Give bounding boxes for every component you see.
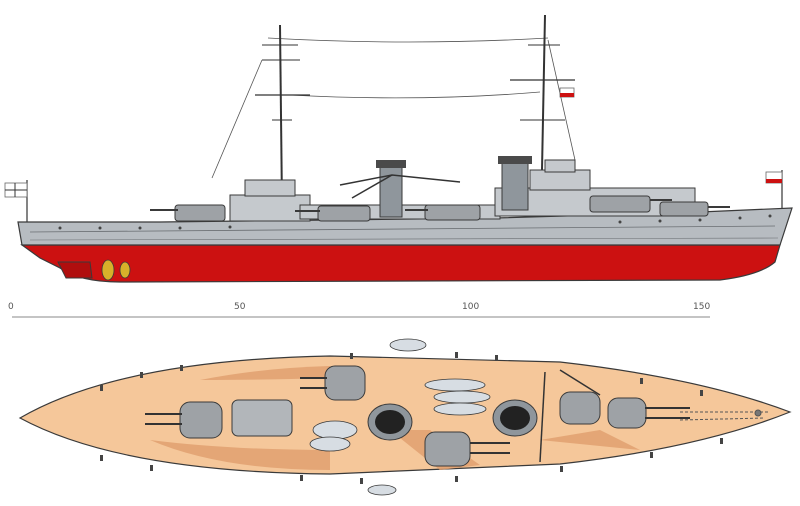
scale-label-0: 0 — [8, 302, 14, 312]
side-profile — [4, 14, 793, 283]
boats — [309, 338, 491, 496]
hull-underwater — [20, 244, 781, 283]
boat-cranes — [339, 174, 461, 199]
bow-detail — [679, 409, 770, 421]
fore-mast — [255, 24, 310, 206]
scale-bar: 0 50 100 150 — [8, 302, 710, 318]
turrets-top — [179, 365, 647, 467]
deck-fittings — [100, 352, 723, 484]
funnel-aft — [498, 156, 532, 211]
scale-label-50: 50 — [234, 302, 246, 312]
mast-spars-top — [539, 369, 601, 463]
scale-label-100: 100 — [462, 302, 479, 312]
funnel-fore-top — [367, 403, 413, 441]
portholes — [58, 214, 772, 230]
mast-flag-icon — [559, 87, 575, 98]
main-mast — [510, 14, 575, 171]
scale-label-150: 150 — [693, 302, 710, 312]
antenna-wires — [211, 37, 576, 179]
plan-view — [18, 338, 792, 496]
stern-flag-icon — [4, 180, 28, 222]
propeller-icon — [57, 259, 131, 281]
funnel-aft-top — [492, 399, 538, 437]
gun-barrels — [145, 377, 690, 454]
funnel-fore — [376, 160, 406, 218]
side-turrets — [150, 195, 730, 222]
